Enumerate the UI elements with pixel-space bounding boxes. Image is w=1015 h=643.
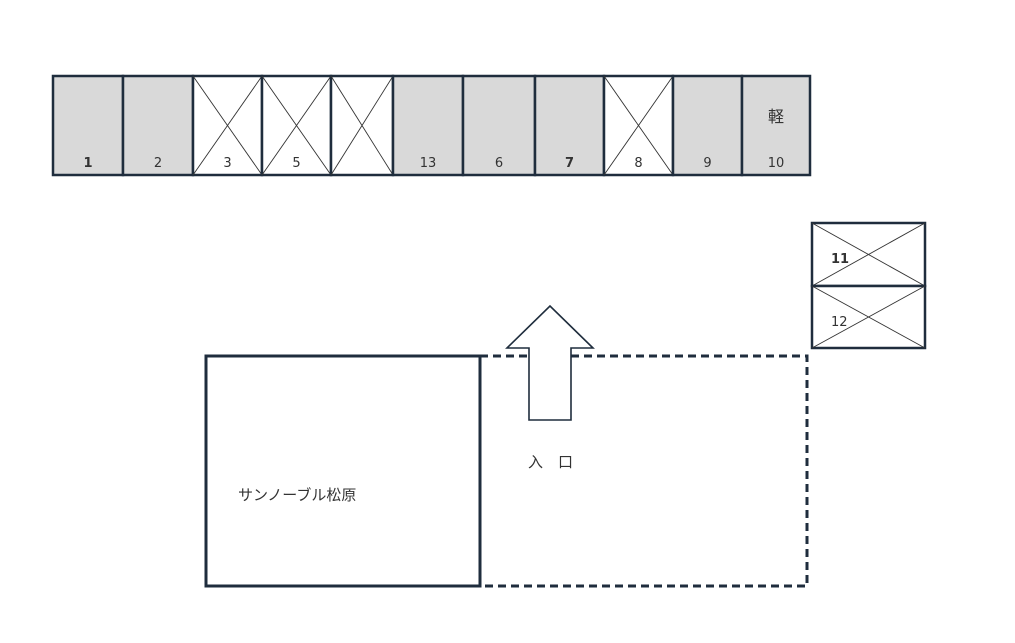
vacant-cross-line bbox=[192, 75, 263, 176]
space-number: 5 bbox=[292, 156, 300, 171]
parking-space: 13 bbox=[391, 74, 465, 177]
space-number: 3 bbox=[223, 156, 231, 171]
space-box bbox=[533, 74, 606, 177]
side-parking-column: 11 12 bbox=[810, 221, 927, 350]
top-parking-row: 1 2 3 5 13 6 7 8 9 10 軽 bbox=[51, 74, 812, 177]
space-number: 1 bbox=[83, 156, 92, 171]
parking-space: 12 bbox=[810, 284, 927, 350]
parking-space: 6 bbox=[461, 74, 537, 177]
entrance-label: 入 口 bbox=[528, 453, 573, 471]
space-number: 2 bbox=[154, 156, 162, 171]
space-box bbox=[740, 74, 812, 177]
space-number: 9 bbox=[703, 156, 711, 171]
space-number: 13 bbox=[420, 156, 437, 171]
entrance-arrow bbox=[505, 304, 595, 421]
space-box bbox=[121, 74, 195, 177]
vacant-cross-line bbox=[811, 285, 926, 349]
space-box bbox=[391, 74, 465, 177]
vacant-cross-line bbox=[603, 75, 674, 176]
parking-space: 3 bbox=[191, 74, 264, 177]
building-dashed-outline bbox=[480, 354, 809, 588]
space-box bbox=[51, 74, 125, 177]
parking-space bbox=[329, 74, 395, 177]
building-area: サンノーブル松原 bbox=[204, 354, 809, 588]
building-name: サンノーブル松原 bbox=[238, 486, 356, 504]
vacant-cross-line bbox=[811, 222, 926, 287]
kei-car-note: 軽 bbox=[768, 107, 784, 126]
space-number: 11 bbox=[831, 252, 849, 267]
space-box bbox=[461, 74, 537, 177]
space-number: 6 bbox=[495, 156, 503, 171]
parking-space: 7 bbox=[533, 74, 606, 177]
parking-space: 5 bbox=[260, 74, 333, 177]
parking-space: 2 bbox=[121, 74, 195, 177]
vacant-cross-line bbox=[330, 75, 394, 176]
space-number: 8 bbox=[634, 156, 642, 171]
parking-space: 11 bbox=[810, 221, 927, 288]
parking-space: 9 bbox=[671, 74, 744, 177]
parking-space: 1 bbox=[51, 74, 125, 177]
space-number: 12 bbox=[831, 315, 848, 330]
parking-space: 10 軽 bbox=[740, 74, 812, 177]
space-number: 10 bbox=[768, 156, 785, 171]
space-number: 7 bbox=[565, 156, 574, 171]
parking-space: 8 bbox=[602, 74, 675, 177]
entrance-group: 入 口 bbox=[505, 304, 595, 471]
building-outline bbox=[204, 354, 482, 588]
vacant-cross-line bbox=[261, 75, 332, 176]
